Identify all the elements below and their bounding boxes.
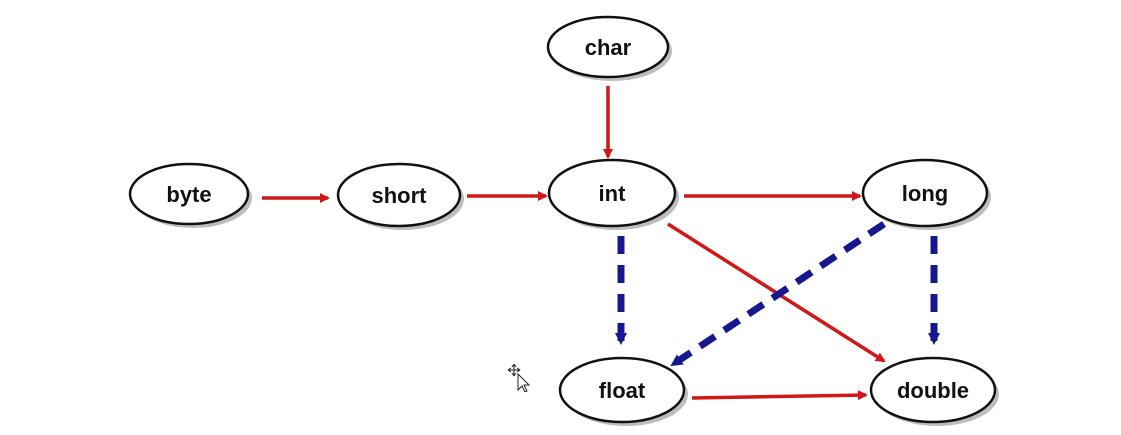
edge-float-to-double (691, 390, 868, 401)
move-cursor-icon (508, 364, 531, 392)
edges-layer (262, 86, 940, 401)
node-double: double (869, 356, 999, 426)
node-long-label: long (902, 181, 948, 206)
nodes-layer: char byte short int long float (128, 15, 999, 426)
node-char: char (546, 15, 672, 81)
node-long: long (861, 158, 991, 230)
node-int-label: int (599, 181, 627, 206)
node-short: short (336, 162, 464, 230)
node-byte: byte (128, 162, 252, 228)
node-short-label: short (372, 183, 428, 208)
node-int: int (547, 158, 679, 230)
edge-long-to-float (670, 221, 886, 368)
node-float: float (558, 356, 688, 426)
node-byte-label: byte (166, 182, 211, 207)
node-char-label: char (585, 35, 632, 60)
node-float-label: float (599, 378, 646, 403)
node-double-label: double (897, 378, 969, 403)
